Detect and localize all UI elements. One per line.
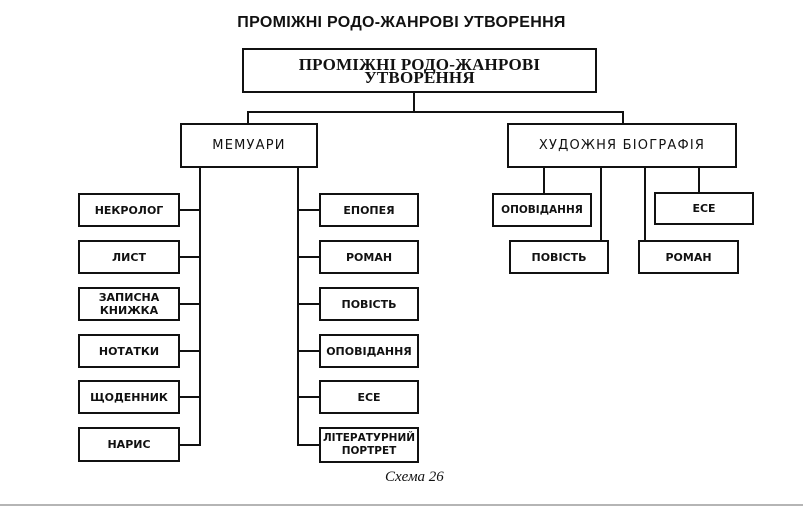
connector-tick — [297, 444, 320, 446]
leaf-node: ЕСЕ — [654, 192, 754, 225]
leaf-node: ОПОВІДАННЯ — [319, 334, 419, 368]
leaf-node: ЩОДЕННИК — [78, 380, 180, 414]
connector-tick — [179, 396, 200, 398]
leaf-node: ЗАПИСНА КНИЖКА — [78, 287, 180, 321]
connector-tick — [297, 209, 320, 211]
connector-memoirs-right-spine — [297, 167, 299, 446]
connector-bio-stem — [600, 166, 602, 241]
connector-branch-bar — [247, 111, 624, 113]
leaf-node: ОПОВІДАННЯ — [492, 193, 592, 227]
leaf-node: НАРИС — [78, 427, 180, 462]
leaf-node: НОТАТКИ — [78, 334, 180, 368]
leaf-node: ПОВІСТЬ — [509, 240, 609, 274]
connector-tick — [179, 256, 200, 258]
connector-tick — [179, 209, 200, 211]
connector-tick — [297, 256, 320, 258]
leaf-node: ЛІТЕРАТУРНИЙ ПОРТРЕТ — [319, 427, 419, 463]
connector-bio-stem — [644, 166, 646, 241]
connector-memoirs-stem — [247, 111, 249, 124]
figure-caption: Схема 26 — [385, 469, 444, 485]
root-node: ПРОМІЖНІ РОДО-ЖАНРОВІ УТВОРЕННЯ — [242, 48, 597, 93]
leaf-node: НЕКРОЛОГ — [78, 193, 180, 227]
page-bottom-rule — [0, 504, 803, 506]
leaf-node: ЕПОПЕЯ — [319, 193, 419, 227]
diagram-heading: ПРОМІЖНІ РОДО-ЖАНРОВІ УТВОРЕННЯ — [237, 14, 566, 31]
connector-tick — [297, 350, 320, 352]
connector-tick — [179, 303, 200, 305]
connector-tick — [297, 396, 320, 398]
connector-bio-stem — [543, 166, 545, 194]
connector-tick — [179, 350, 200, 352]
leaf-node: ЕСЕ — [319, 380, 419, 414]
branch-node-biography: ХУДОЖНЯ БІОГРАФІЯ — [507, 123, 737, 168]
leaf-node: РОМАН — [319, 240, 419, 274]
connector-memoirs-left-spine — [199, 167, 201, 446]
leaf-node: РОМАН — [638, 240, 739, 274]
connector-tick — [179, 444, 201, 446]
leaf-node: ЛИСТ — [78, 240, 180, 274]
connector-biography-stem — [622, 111, 624, 124]
branch-node-memoirs: МЕМУАРИ — [180, 123, 318, 168]
connector-bio-stem — [698, 166, 700, 193]
connector-tick — [297, 303, 320, 305]
leaf-node: ПОВІСТЬ — [319, 287, 419, 321]
connector-root-stem — [413, 92, 415, 113]
